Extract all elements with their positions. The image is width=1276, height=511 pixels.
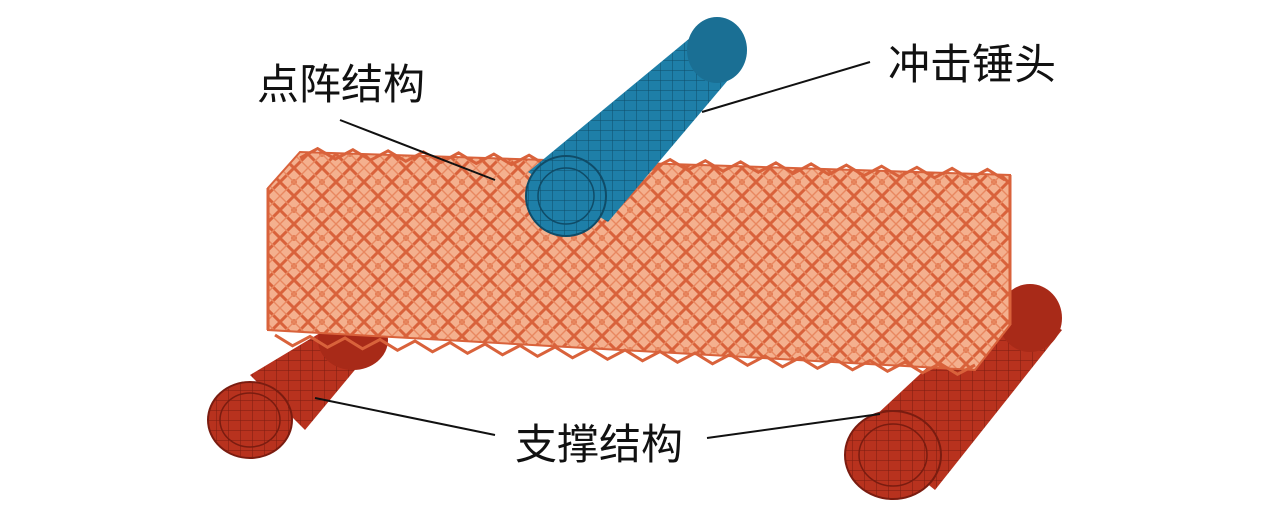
label-lattice-structure: 点阵结构 [257,60,426,109]
right-support-cylinder [844,284,1062,500]
lattice-structure [266,146,1012,377]
label-impactor: 冲击锤头 [888,40,1057,89]
leader-line-support-right [706,413,881,439]
leader-line-impactor [701,61,871,113]
impactor-cylinder [525,17,747,237]
leader-line-support-left [314,397,496,436]
teeth-bottom-path [274,333,976,377]
left-support-cylinder [207,310,398,459]
lattice-bottom-teeth [274,333,976,377]
leader-lines [314,61,881,439]
leader-line-lattice [339,119,496,181]
label-support-structure: 支撑结构 [515,420,684,469]
